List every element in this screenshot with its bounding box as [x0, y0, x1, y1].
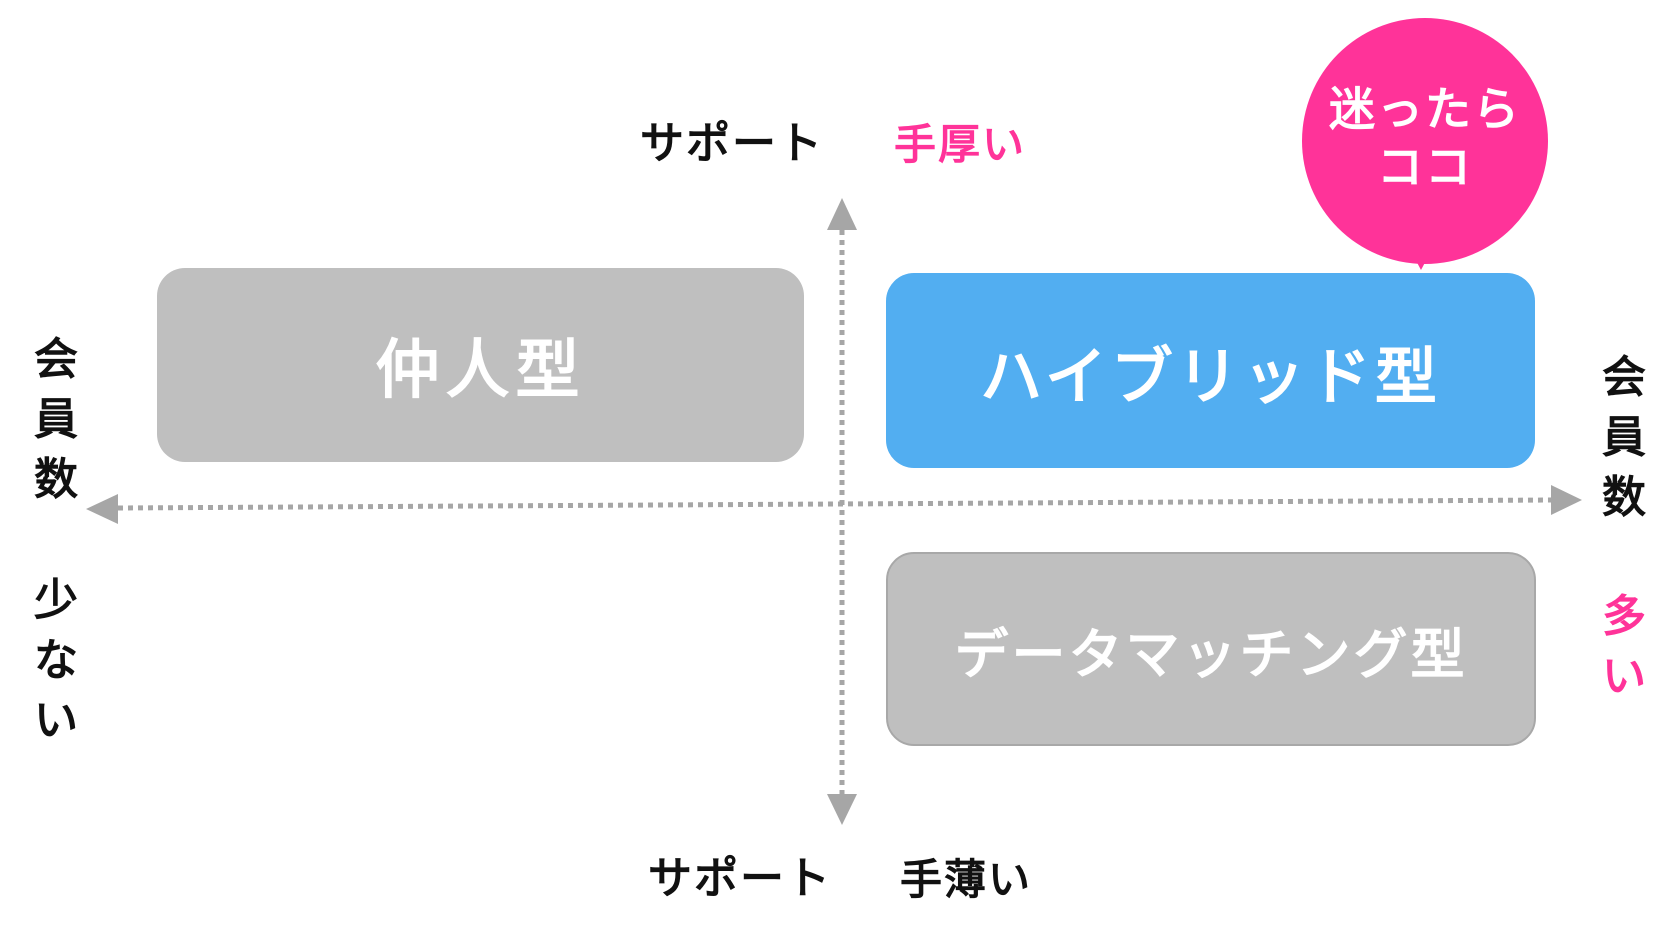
right-axis-value: 多い — [1602, 591, 1646, 702]
nakodo-type-label: 仲人型 — [375, 334, 586, 408]
vertical-axis-arrow-down — [827, 794, 857, 825]
data-matching-type-label: データマッチング型 — [954, 622, 1468, 686]
vertical-axis-arrow-up — [827, 198, 857, 230]
callout-line-2: ココ — [1377, 140, 1473, 194]
callout-text: 迷ったら ココ — [1325, 80, 1525, 196]
bottom-axis-name: サポート — [648, 853, 832, 904]
callout-bubble: 迷ったら ココ — [1302, 18, 1548, 264]
data-matching-type-box: データマッチング型 — [886, 552, 1536, 746]
horizontal-axis-line — [117, 497, 1553, 511]
left-axis-value: 少ない — [34, 575, 78, 746]
horizontal-axis — [86, 485, 1582, 524]
hybrid-type-label: ハイブリッド型 — [980, 339, 1441, 413]
top-axis-value: 手厚い — [894, 120, 1027, 169]
bottom-axis-value: 手薄い — [900, 855, 1033, 904]
horizontal-axis-arrow-left — [86, 494, 118, 524]
callout-line-1: 迷ったら — [1329, 82, 1521, 136]
nakodo-type-box: 仲人型 — [157, 268, 804, 462]
top-axis-name: サポート — [640, 118, 824, 169]
left-axis-name: 会員数 — [34, 334, 78, 505]
right-axis-name: 会員数 — [1602, 352, 1646, 523]
hybrid-type-box: ハイブリッド型 — [886, 273, 1535, 468]
horizontal-axis-arrow-right — [1551, 485, 1582, 515]
vertical-axis — [827, 198, 857, 825]
